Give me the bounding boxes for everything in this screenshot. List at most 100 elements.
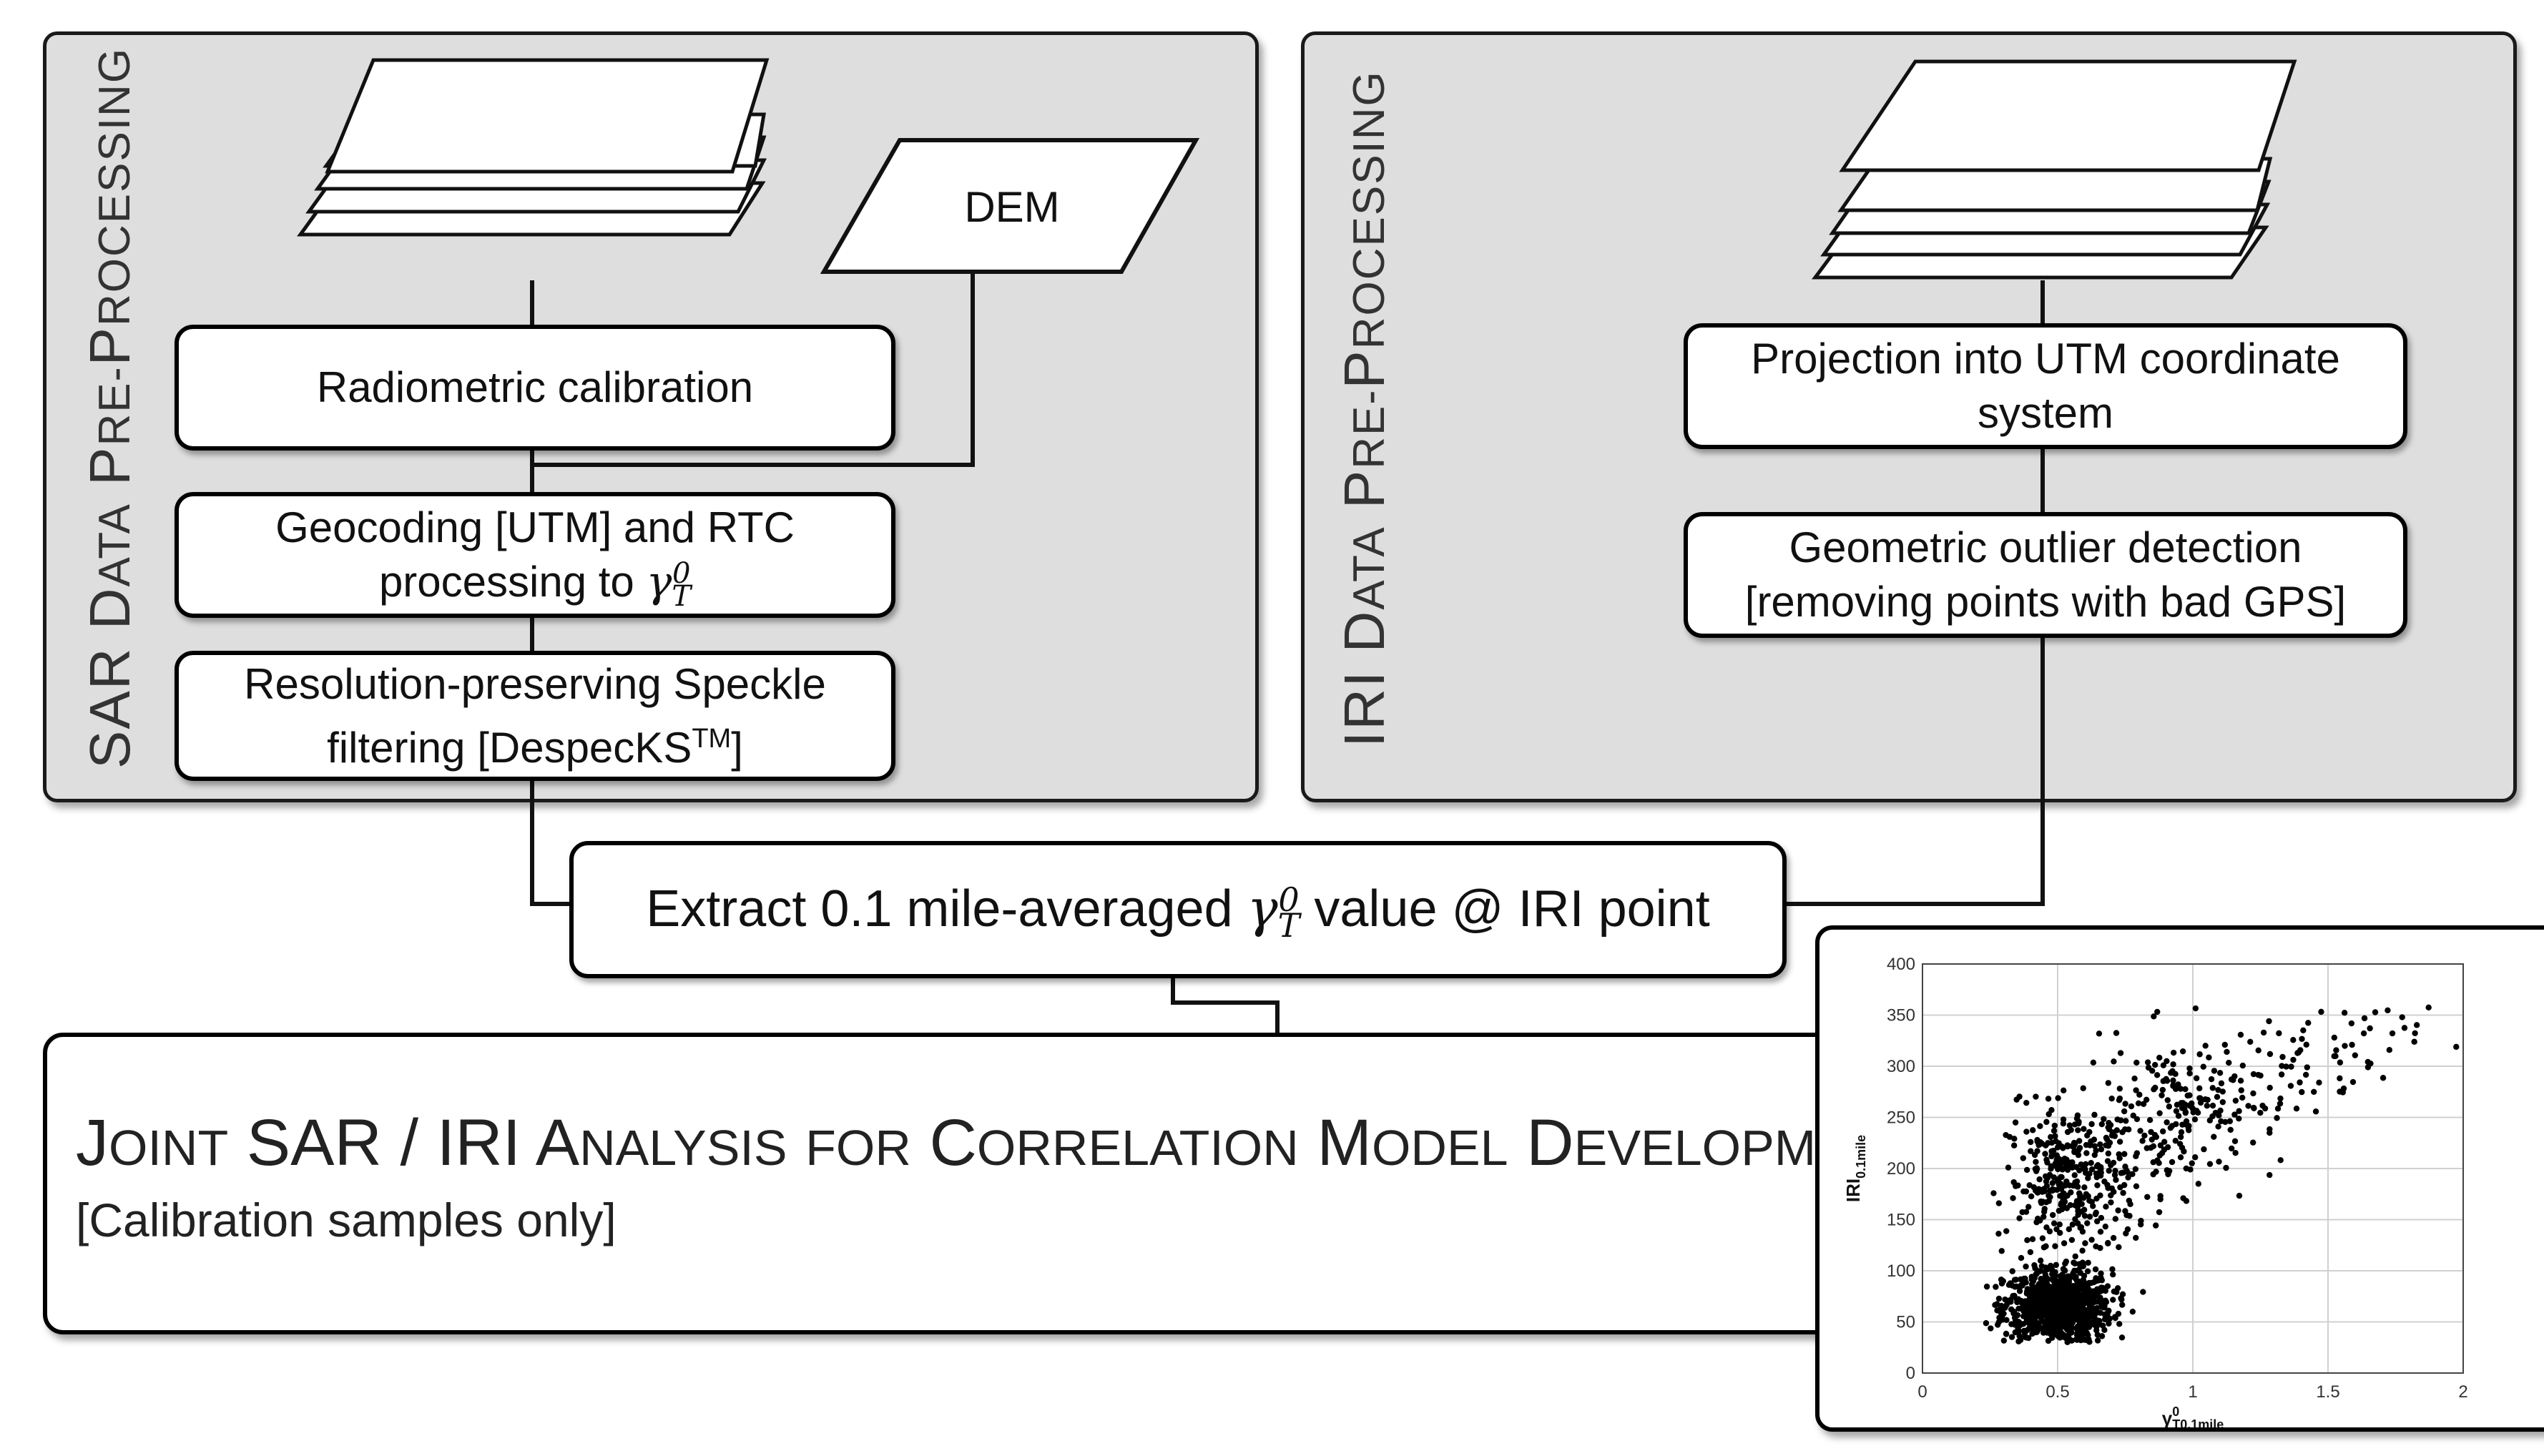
speckle-filtering-box: Resolution-preserving Speckle filtering …	[175, 651, 895, 781]
data-point	[2010, 1309, 2018, 1315]
data-point	[1998, 1277, 2005, 1283]
data-point	[2081, 1212, 2088, 1219]
data-point	[1995, 1230, 2002, 1237]
data-point	[2175, 1113, 2182, 1119]
data-point	[2169, 1123, 2176, 1129]
data-point	[2209, 1102, 2216, 1109]
data-point	[2170, 1082, 2176, 1088]
data-point	[2340, 1085, 2347, 1092]
y-axis-label: IRI0.1mile	[1842, 1135, 1868, 1202]
data-point	[2364, 1058, 2371, 1066]
data-point	[2161, 1138, 2168, 1145]
data-point	[1993, 1284, 1999, 1290]
data-point	[2065, 1324, 2071, 1331]
data-point	[2238, 1087, 2244, 1093]
data-point	[2118, 1334, 2126, 1341]
data-point	[2061, 1289, 2067, 1296]
data-point	[2093, 1323, 2100, 1330]
data-point	[2098, 1284, 2105, 1291]
data-point	[2046, 1228, 2053, 1235]
data-point	[2060, 1266, 2067, 1272]
data-point	[2035, 1320, 2043, 1327]
data-point	[2156, 1152, 2163, 1159]
data-point	[2061, 1087, 2067, 1094]
data-point	[2016, 1215, 2023, 1221]
data-point	[2157, 1142, 2164, 1148]
data-point	[2094, 1337, 2101, 1344]
data-point	[2019, 1301, 2026, 1307]
data-point	[2075, 1151, 2082, 1159]
data-point	[2372, 1009, 2379, 1015]
data-point	[2237, 1031, 2244, 1038]
data-point	[2084, 1282, 2091, 1289]
x-tick-label: 0.5	[2045, 1382, 2069, 1402]
data-point	[2085, 1193, 2091, 1199]
data-point	[2122, 1101, 2128, 1107]
data-point	[2215, 1086, 2221, 1093]
data-point	[2074, 1307, 2081, 1313]
data-point	[2020, 1155, 2026, 1161]
data-point	[2068, 1126, 2074, 1133]
data-point	[2105, 1239, 2111, 1246]
data-point	[2093, 1147, 2099, 1154]
data-point	[2069, 1297, 2076, 1304]
data-point	[2114, 1116, 2121, 1123]
data-point	[2151, 1013, 2157, 1020]
data-point	[2015, 1338, 2022, 1344]
data-point	[2236, 1115, 2242, 1122]
data-point	[2027, 1294, 2033, 1302]
data-point	[2218, 1118, 2224, 1125]
data-point	[2206, 1117, 2214, 1123]
data-point	[2074, 1112, 2081, 1118]
radiometric-calibration-box: Radiometric calibration	[175, 325, 895, 451]
y-tick-label: 50	[1896, 1313, 1915, 1332]
data-point	[2009, 1268, 2015, 1274]
data-point	[2173, 1108, 2180, 1114]
data-point	[2067, 1201, 2073, 1209]
data-point	[2141, 1132, 2148, 1139]
data-point	[2033, 1328, 2040, 1334]
data-point	[2151, 1131, 2159, 1138]
data-point	[2037, 1217, 2043, 1224]
data-point	[2055, 1095, 2061, 1101]
data-point	[2193, 1075, 2200, 1081]
data-point	[2083, 1150, 2090, 1156]
data-point	[2083, 1324, 2091, 1331]
data-point	[2130, 1112, 2136, 1119]
data-point	[2177, 1133, 2184, 1141]
data-point	[2088, 1166, 2096, 1173]
data-point	[2090, 1307, 2097, 1314]
data-point	[2112, 1314, 2118, 1322]
data-point	[2352, 1052, 2359, 1058]
data-point	[2115, 1207, 2121, 1214]
data-point	[2047, 1262, 2054, 1269]
data-point	[2082, 1166, 2088, 1173]
data-point	[2106, 1315, 2113, 1322]
data-point	[2303, 1041, 2309, 1048]
data-point	[2029, 1236, 2036, 1242]
data-point	[2226, 1059, 2232, 1066]
data-point	[2274, 1115, 2280, 1121]
data-point	[2101, 1116, 2107, 1122]
data-point	[2028, 1148, 2034, 1154]
data-point	[2090, 1059, 2097, 1066]
data-point	[2032, 1301, 2039, 1307]
data-point	[2153, 1072, 2161, 1078]
data-point	[2192, 1154, 2199, 1161]
data-point	[2069, 1221, 2076, 1228]
data-point	[2056, 1221, 2063, 1228]
data-point	[2250, 1139, 2256, 1146]
data-point	[2121, 1126, 2128, 1133]
data-point	[2168, 1070, 2174, 1076]
data-point	[2116, 1321, 2123, 1327]
data-point	[2027, 1138, 2034, 1146]
data-point	[2048, 1107, 2055, 1113]
data-point	[1996, 1314, 2003, 1321]
data-point	[2318, 1008, 2324, 1015]
data-point	[2245, 1103, 2251, 1109]
data-point	[2063, 1296, 2069, 1302]
data-point	[2091, 1111, 2098, 1118]
data-point	[2084, 1220, 2091, 1226]
data-point	[2061, 1156, 2068, 1163]
